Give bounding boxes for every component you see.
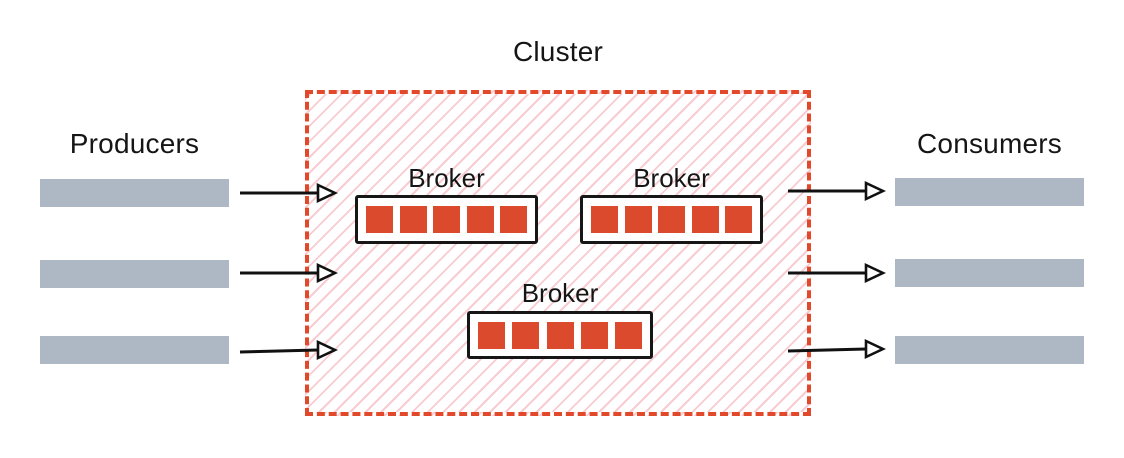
producer-bar: [40, 336, 229, 364]
producers-label: Producers: [69, 128, 200, 159]
right-arrow-icon: [239, 339, 338, 361]
partition-square: [500, 206, 527, 233]
partition-square: [466, 206, 494, 233]
partition-square: [478, 321, 505, 349]
right-arrow-icon: [240, 182, 338, 204]
right-arrow-icon: [787, 338, 886, 360]
consumer-bar: [895, 336, 1084, 364]
broker-label: Broker: [521, 278, 599, 308]
consumer-bar: [895, 178, 1084, 206]
partition-square: [624, 206, 652, 233]
partition-square: [691, 206, 719, 233]
partition-square: [546, 321, 574, 349]
broker-label: Broker: [408, 163, 485, 193]
partition-square: [591, 206, 618, 233]
right-arrow-icon: [788, 262, 886, 284]
partition-square: [615, 321, 642, 349]
right-arrow-icon: [788, 180, 886, 202]
partition-square: [399, 206, 427, 233]
cluster-title: Cluster: [512, 36, 604, 67]
broker-box: [355, 195, 538, 244]
right-arrow-icon: [240, 262, 338, 284]
broker-label: Broker: [633, 163, 710, 193]
partition-square: [658, 206, 685, 233]
partition-square: [433, 206, 460, 233]
partition-square: [580, 321, 608, 349]
producer-bar: [40, 179, 229, 207]
partition-square: [366, 206, 393, 233]
broker-box: [580, 195, 763, 244]
partition-square: [725, 206, 752, 233]
broker-box: [467, 311, 653, 359]
partition-square: [512, 321, 540, 349]
consumer-bar: [895, 259, 1084, 287]
consumers-label: Consumers: [917, 128, 1062, 159]
cluster-boundary: [305, 90, 811, 416]
producer-bar: [40, 260, 229, 288]
